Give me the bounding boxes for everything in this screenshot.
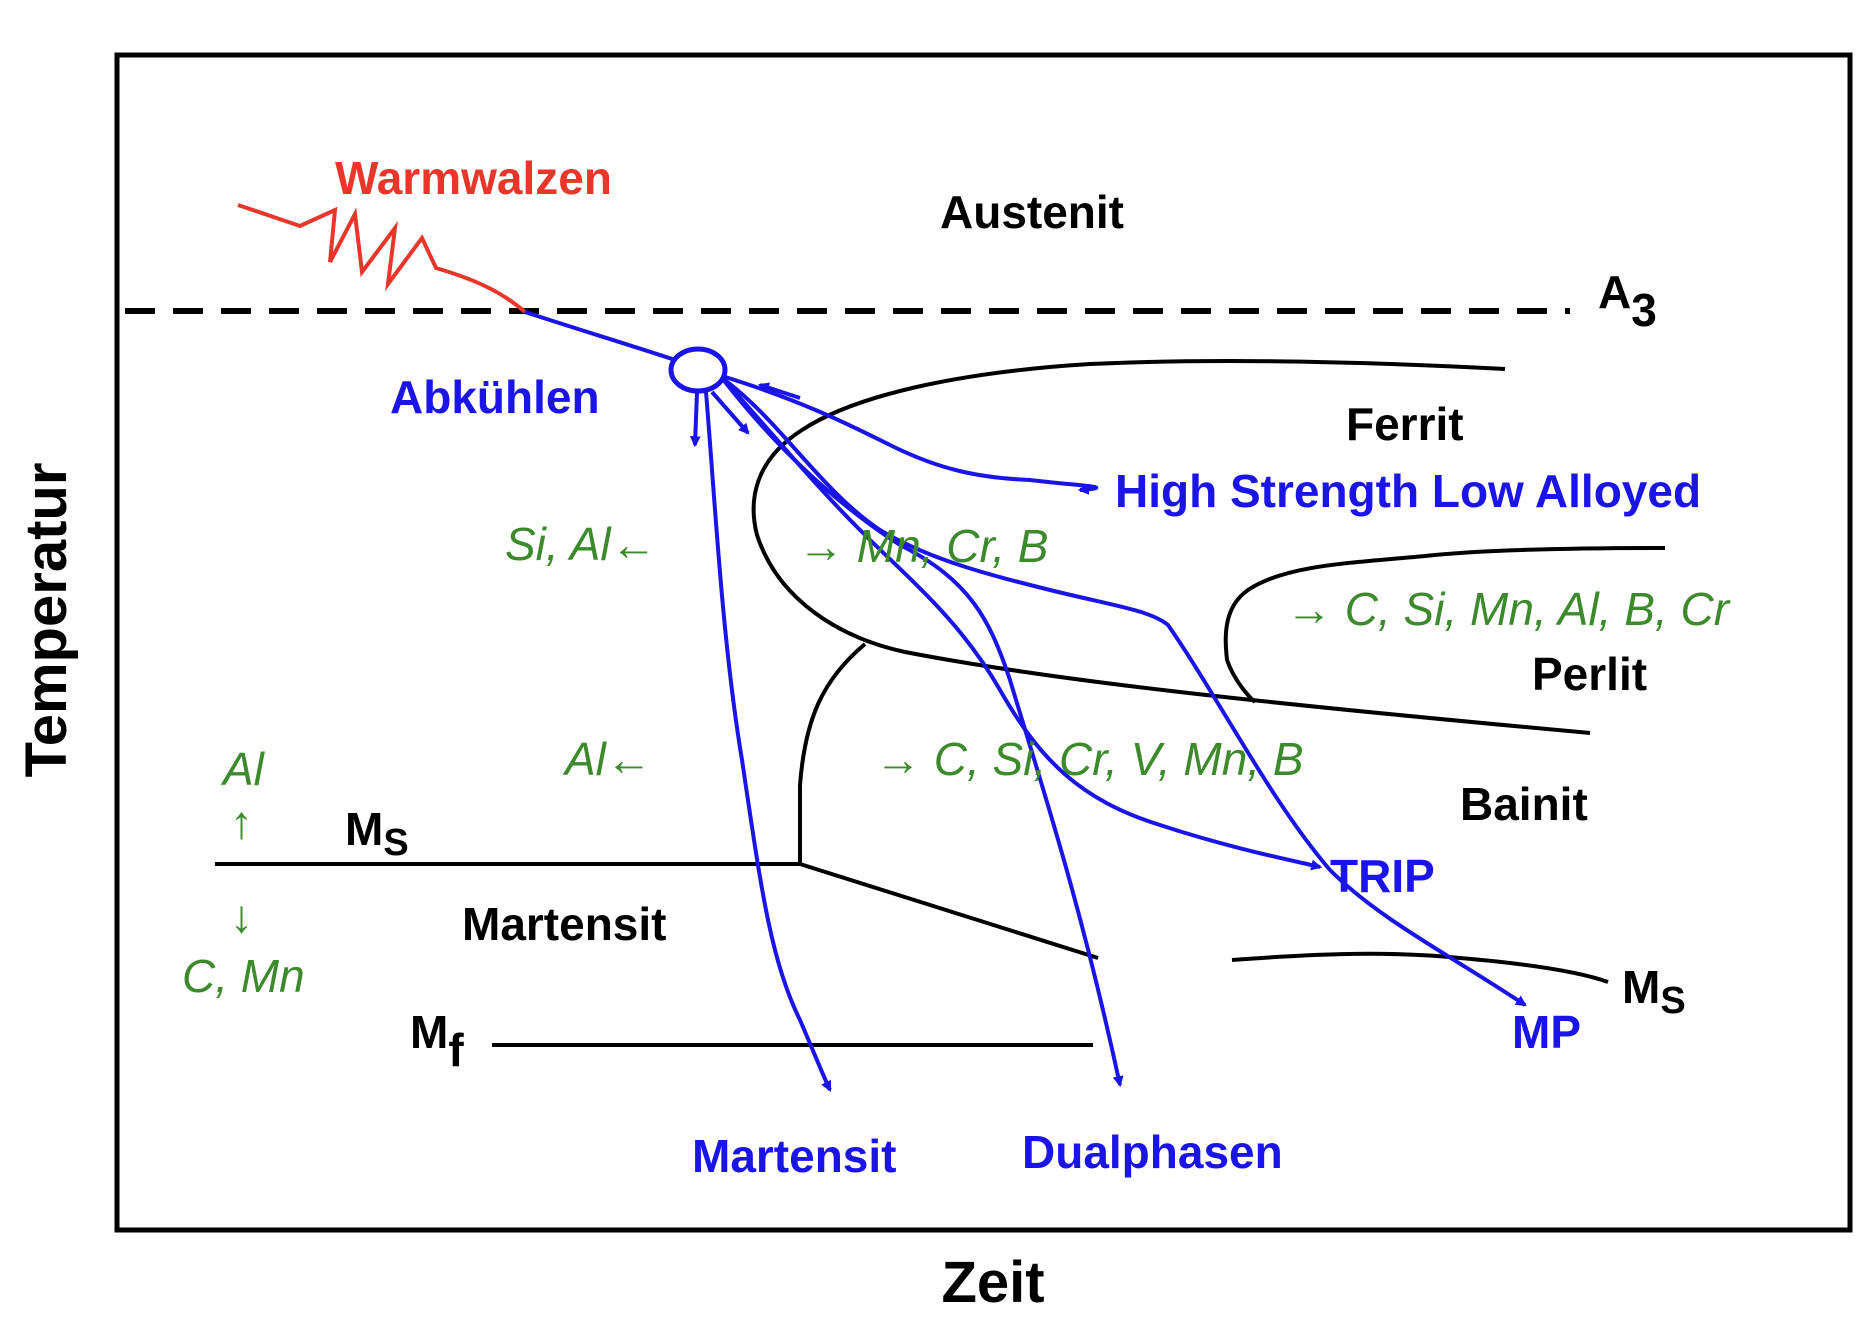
ms-left-label: MS bbox=[345, 803, 409, 864]
diagram-frame bbox=[114, 52, 1853, 1233]
cooling-node bbox=[668, 346, 728, 394]
trip-path bbox=[720, 376, 1323, 871]
y-axis-label: Temperatur bbox=[14, 463, 79, 778]
ms-right-line bbox=[1231, 951, 1609, 984]
x-axis-label: Zeit bbox=[941, 1250, 1044, 1315]
alloy-ms-up-arrow: ↑ bbox=[230, 796, 253, 848]
cooling-line bbox=[524, 310, 676, 362]
phase-ferrit: Ferrit bbox=[1346, 398, 1464, 450]
phase-austenit: Austenit bbox=[940, 186, 1124, 238]
steel-mp: MP bbox=[1512, 1006, 1581, 1058]
steel-hsla: High Strength Low Alloyed bbox=[1115, 465, 1701, 517]
cooling-label: Abkühlen bbox=[390, 371, 600, 423]
ms-right-label: MS bbox=[1622, 961, 1686, 1022]
a3-label: A3 bbox=[1598, 266, 1657, 336]
alloy-ms-down-arrow: ↓ bbox=[230, 890, 253, 942]
node-arrow-down bbox=[689, 391, 701, 448]
node-arrow-diagonal bbox=[710, 390, 750, 435]
steel-dualphasen: Dualphasen bbox=[1022, 1126, 1283, 1178]
alloy-ferrit-right: → Mn, Cr, B bbox=[798, 520, 1048, 572]
phase-martensit: Martensit bbox=[462, 898, 666, 950]
perlit-curve bbox=[1223, 546, 1666, 704]
alloy-bainit-right: → C, Si, Cr, V, Mn, B bbox=[875, 733, 1304, 785]
ms-slope-line bbox=[799, 862, 1099, 960]
ferrit-curve bbox=[751, 359, 1591, 735]
alloy-ms-down-element: C, Mn bbox=[182, 950, 305, 1002]
phase-bainit: Bainit bbox=[1460, 778, 1588, 830]
phase-perlit: Perlit bbox=[1532, 648, 1647, 700]
hot-rolling-label: Warmwalzen bbox=[335, 152, 612, 204]
dualphasen-path bbox=[720, 376, 1124, 1088]
hot-rolling-path bbox=[237, 203, 527, 314]
alloy-perlit-right: → C, Si, Mn, Al, B, Cr bbox=[1286, 583, 1731, 635]
bainit-start-line bbox=[798, 642, 867, 865]
steel-trip: TRIP bbox=[1330, 850, 1435, 902]
mf-label: Mf bbox=[410, 1006, 464, 1076]
node-arrow-back bbox=[757, 382, 801, 400]
steel-martensit: Martensit bbox=[692, 1130, 896, 1182]
alloy-bainit-left: Al← bbox=[562, 733, 652, 785]
alloy-ms-up-element: Al bbox=[220, 743, 266, 795]
martensit-path bbox=[704, 391, 832, 1092]
hsla-path bbox=[721, 374, 1099, 495]
alloy-ferrit-left: Si, Al← bbox=[505, 518, 657, 570]
